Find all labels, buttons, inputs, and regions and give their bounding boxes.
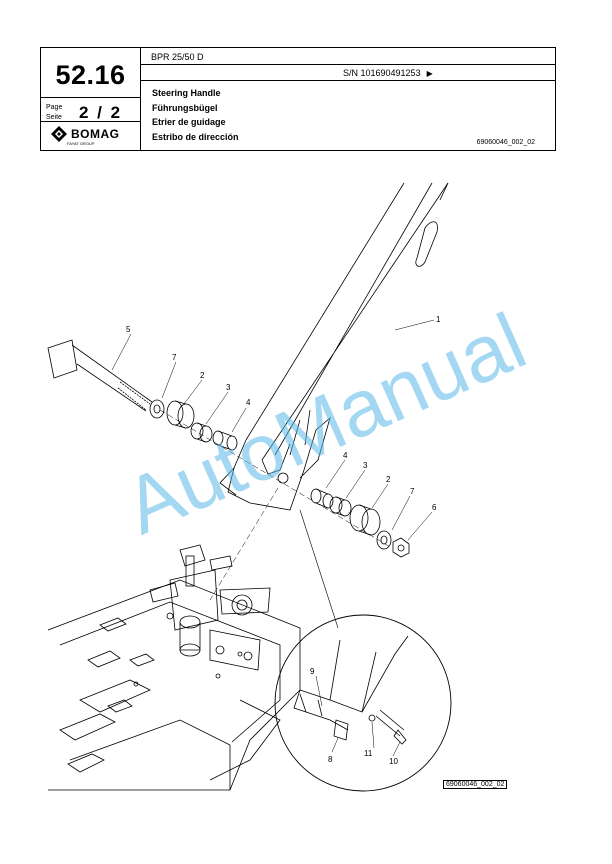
callout-labels: 1 5 7 2 3 4 4 3 2 7 6 9 8 11 10 <box>126 315 441 766</box>
title-en: Steering Handle <box>152 88 221 98</box>
page-fraction: 2 / 2 <box>79 103 123 122</box>
pivot-assembly <box>149 544 271 671</box>
steering-handle-tube <box>219 182 449 511</box>
title-list: Steering Handle Führungsbügel Etrier de … <box>152 86 239 144</box>
assembly-axis <box>209 487 279 601</box>
model-name: BPR 25/50 D <box>151 52 204 62</box>
page-label-de: Seite <box>46 114 62 121</box>
sleeve-left <box>212 430 238 451</box>
play-arrow-icon: ▶ <box>426 69 433 78</box>
detail-view <box>274 509 452 792</box>
brand-subtitle: FAYAT GROUP <box>67 141 95 146</box>
page-number: 52.16 <box>55 60 126 90</box>
figure-reference: 69060046_002_02 <box>443 780 508 789</box>
callout-7: 7 <box>410 487 415 496</box>
callout-11: 11 <box>364 749 373 758</box>
bolt-part <box>47 339 153 412</box>
page-label-en: Page <box>46 104 63 111</box>
callout-6: 6 <box>432 503 437 512</box>
serial-text: S/N 101690491253 <box>343 68 421 78</box>
callout-1: 1 <box>436 315 441 324</box>
brand-logo: BOMAG <box>51 126 120 142</box>
page-label: Page Seite <box>46 103 62 123</box>
callout-leaders <box>111 319 435 757</box>
title-de: Führungsbügel <box>152 102 218 113</box>
washer-right <box>376 530 392 550</box>
callout-2: 2 <box>200 371 205 380</box>
divider <box>140 80 556 81</box>
callout-3: 3 <box>363 461 368 470</box>
title-es: Estribo de dirección <box>152 131 239 142</box>
callout-3: 3 <box>226 383 231 392</box>
bushing-left <box>166 400 195 429</box>
page-info-column: 52.16 Page Seite 2 / 2 BOMAG FAYAT GROUP <box>41 48 141 150</box>
watermark-text: AutoManual <box>112 300 538 551</box>
callout-5: 5 <box>126 325 131 334</box>
bushing-right <box>349 504 381 536</box>
brand-name: BOMAG <box>71 127 120 141</box>
callout-4: 4 <box>343 451 348 460</box>
document-reference: 69060046_002_02 <box>476 139 535 146</box>
divider <box>41 121 140 122</box>
callout-4: 4 <box>246 398 251 407</box>
automanual-watermark: AutoManual <box>112 300 538 551</box>
divider <box>140 64 556 65</box>
callout-8: 8 <box>328 755 333 764</box>
bomag-diamond-icon <box>51 126 67 142</box>
spacer-right <box>329 496 352 517</box>
callout-7: 7 <box>172 353 177 362</box>
nut-part <box>392 537 410 558</box>
base-frame <box>47 579 301 791</box>
title-block: 52.16 Page Seite 2 / 2 BOMAG FAYAT GROUP… <box>40 47 556 151</box>
callout-9: 9 <box>310 667 315 676</box>
washer-left <box>149 399 165 419</box>
serial-number: S/N 101690491253 ▶ <box>343 68 433 78</box>
callout-10: 10 <box>389 757 398 766</box>
spacer-left <box>190 422 213 443</box>
title-fr: Etrier de guidage <box>152 117 226 127</box>
divider <box>41 97 140 98</box>
callout-2: 2 <box>386 475 391 484</box>
